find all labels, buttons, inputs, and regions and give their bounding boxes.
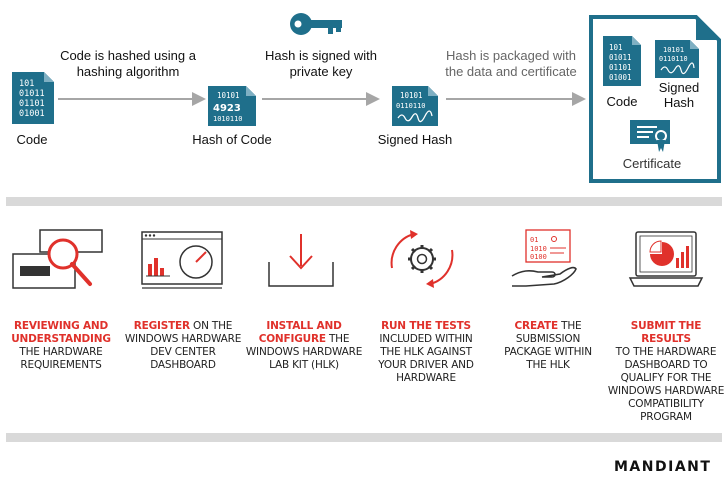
gear-cycle-icon: [390, 230, 454, 288]
svg-text:1010110: 1010110: [213, 115, 243, 123]
step-install: INSTALL AND CONFIGURE THE WINDOWS HARDWA…: [245, 320, 363, 371]
step-submit: SUBMIT THE RESULTS TO THE HARDWARE DASHB…: [607, 320, 725, 423]
caption-hashed: Code is hashed using a hashing algorithm: [60, 48, 196, 79]
hand-package-icon: 01 1010 0100: [511, 229, 577, 287]
package-signed-label: Signed: [658, 80, 700, 95]
package-code-label: Code: [606, 94, 638, 109]
svg-text:101: 101: [19, 79, 34, 89]
section-divider: [6, 433, 722, 442]
certificate-label: Certificate: [622, 156, 682, 171]
svg-text:101: 101: [609, 43, 623, 52]
laptop-chart-icon: [628, 231, 704, 287]
svg-text:10101: 10101: [400, 91, 423, 100]
download-tray-icon: [268, 234, 334, 287]
signed-hash-document-icon: 10101 0110110: [392, 86, 438, 126]
svg-text:0100: 0100: [530, 253, 547, 261]
svg-text:01: 01: [530, 236, 538, 244]
step-run-tests: RUN THE TESTS INCLUDED WITHIN THE HLK AG…: [378, 320, 474, 384]
step-register: REGISTER ON THE WINDOWS HARDWARE DEV CEN…: [124, 320, 242, 371]
svg-text:4923: 4923: [213, 103, 241, 114]
arrow-right-icon: [262, 92, 380, 106]
svg-text:10101: 10101: [217, 91, 240, 100]
dashboard-gauge-icon: [141, 231, 223, 289]
svg-text:01101: 01101: [19, 99, 45, 109]
key-icon: [290, 13, 342, 35]
svg-text:01011: 01011: [19, 89, 45, 99]
hash-of-code-label: Hash of Code: [192, 132, 272, 147]
svg-text:0110110: 0110110: [659, 55, 688, 63]
svg-text:01101: 01101: [609, 63, 632, 72]
arrow-right-icon: [58, 92, 206, 106]
package-signed-hash-document-icon: 10101 0110110: [655, 40, 699, 78]
step-reviewing: REVIEWING AND UNDERSTANDING THE HARDWARE…: [11, 320, 111, 371]
svg-text:01001: 01001: [609, 73, 632, 82]
code-document-icon: 101 01011 01101 01001: [12, 72, 54, 124]
certificate-icon: [630, 120, 670, 152]
section-divider: [6, 197, 722, 206]
caption-signed: Hash is signed with private key: [265, 48, 377, 79]
code-label: Code: [16, 132, 48, 147]
svg-text:0110110: 0110110: [396, 102, 426, 110]
package-code-document-icon: 101 01011 01101 01001: [603, 36, 641, 86]
svg-text:1010: 1010: [530, 245, 547, 253]
signed-hash-label: Signed Hash: [377, 132, 453, 147]
arrow-right-icon: [446, 92, 586, 106]
magnifier-documents-icon: [12, 229, 103, 289]
mandiant-logo: MANDIANT: [614, 459, 712, 475]
step-create: CREATE THE SUBMISSION PACKAGE WITHIN THE…: [504, 320, 592, 371]
package-hash-label: Hash: [663, 95, 695, 110]
svg-text:10101: 10101: [663, 46, 684, 54]
svg-text:01001: 01001: [19, 109, 45, 119]
svg-text:01011: 01011: [609, 53, 632, 62]
hash-document-icon: 10101 4923 1010110: [208, 86, 256, 126]
caption-packaged: Hash is packaged with the data and certi…: [445, 48, 577, 79]
